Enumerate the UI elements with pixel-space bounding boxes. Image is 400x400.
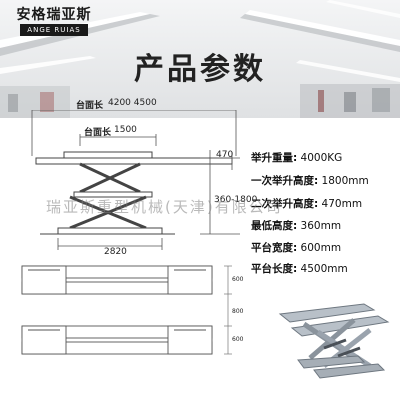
value-platform-height: 470 bbox=[216, 150, 234, 160]
spec-item: 平台宽度: 600mm bbox=[251, 242, 342, 254]
technical-drawing bbox=[21, 110, 240, 355]
value-plan-bottom: 600 bbox=[232, 336, 244, 343]
brand-name-en: ANGE RUIAS bbox=[20, 24, 88, 36]
lift-base bbox=[57, 227, 163, 235]
value-platform-width: 1500 bbox=[114, 125, 137, 135]
brand-logo: 安格瑞亚斯 ANGE RUIAS bbox=[8, 4, 100, 48]
spec-item: 二次举升高度: 470mm bbox=[251, 198, 363, 210]
platform-middle bbox=[73, 191, 153, 198]
lift-product-photo bbox=[278, 303, 390, 379]
platform-top bbox=[35, 157, 233, 165]
spec-item: 举升重量: 4000KG bbox=[251, 152, 343, 164]
value-total-height: 360-1800 bbox=[214, 195, 258, 205]
lift-plan-view-bottom bbox=[21, 325, 213, 355]
spec-item: 最低高度: 360mm bbox=[251, 220, 342, 232]
hero-banner: 安格瑞亚斯 ANGE RUIAS 产品参数 bbox=[0, 0, 400, 118]
label-platform-width: 台面长 bbox=[84, 128, 112, 138]
platform-top-center bbox=[63, 151, 153, 159]
lift-plan-view-top bbox=[21, 265, 213, 295]
workshop-background bbox=[0, 0, 400, 118]
lift-side-view bbox=[35, 151, 233, 235]
value-plan-top: 600 bbox=[232, 276, 244, 283]
label-platform-length: 台面长 bbox=[76, 101, 104, 111]
watermark-text: 瑞亚斯重型机械(天津)有限公司 bbox=[46, 198, 283, 216]
brand-name-cn: 安格瑞亚斯 bbox=[16, 7, 92, 23]
page-title: 产品参数 bbox=[134, 52, 266, 87]
spec-item: 平台长度: 4500mm bbox=[251, 263, 348, 275]
value-platform-length: 4200 4500 bbox=[108, 98, 157, 108]
value-plan-middle: 800 bbox=[232, 308, 244, 315]
value-base-length: 2820 bbox=[104, 247, 127, 257]
spec-item: 一次举升高度: 1800mm bbox=[251, 175, 369, 187]
